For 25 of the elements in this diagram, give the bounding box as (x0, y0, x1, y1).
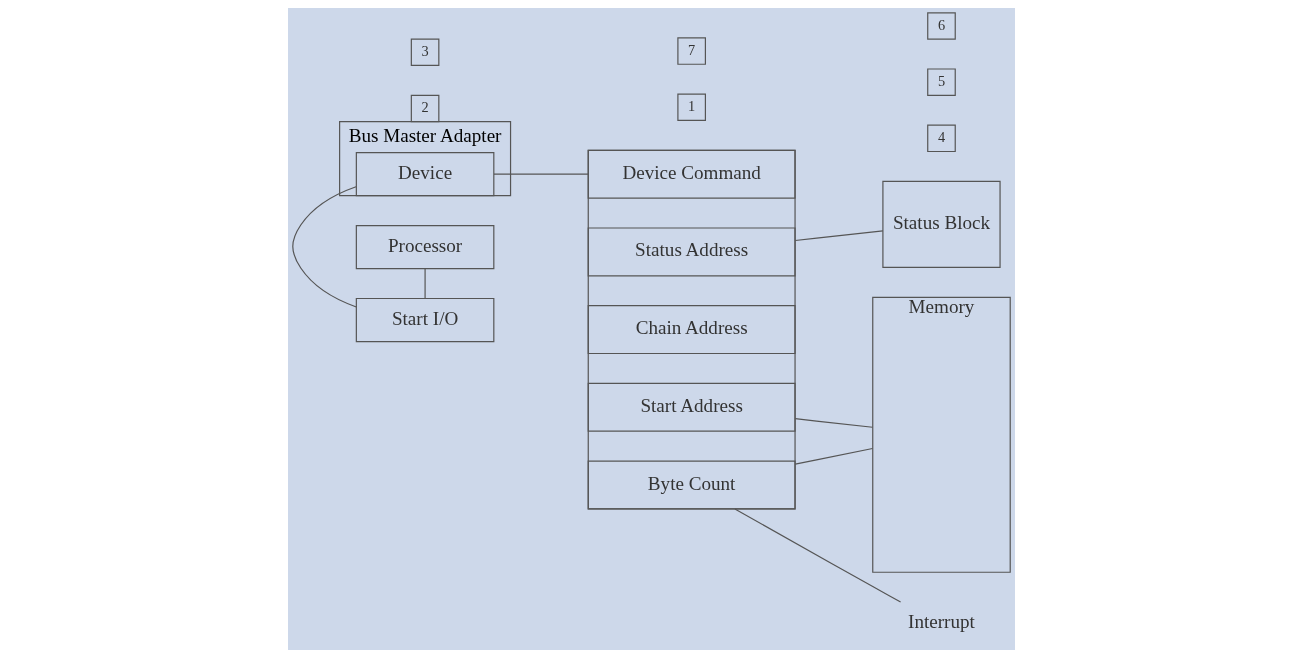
node-box: Start I/O (355, 297, 495, 343)
node-box: Start Address (587, 382, 796, 432)
connector (794, 230, 884, 242)
node-box: 7 (677, 37, 706, 65)
node-box: 3 (410, 38, 440, 66)
node-box: 2 (410, 94, 440, 123)
connector (424, 268, 426, 299)
node-box: Byte Count (587, 460, 796, 510)
node-box: Processor (355, 225, 495, 270)
node-box: Memory (872, 296, 1011, 573)
node-box: Status Address (587, 227, 796, 277)
connector (493, 173, 589, 175)
connector (794, 447, 874, 465)
node-box: Status Block (882, 180, 1001, 269)
node-box: Device (355, 152, 495, 197)
connector (794, 418, 874, 428)
connector (734, 508, 902, 603)
node-box: 1 (677, 93, 706, 121)
connector (292, 186, 357, 308)
node-text: Interrupt (908, 611, 975, 633)
node-box: Device Command (587, 149, 796, 199)
node-box: 4 (927, 124, 956, 153)
node-box: 6 (927, 12, 956, 40)
node-box: Chain Address (587, 305, 796, 355)
node-box: 5 (927, 68, 956, 96)
